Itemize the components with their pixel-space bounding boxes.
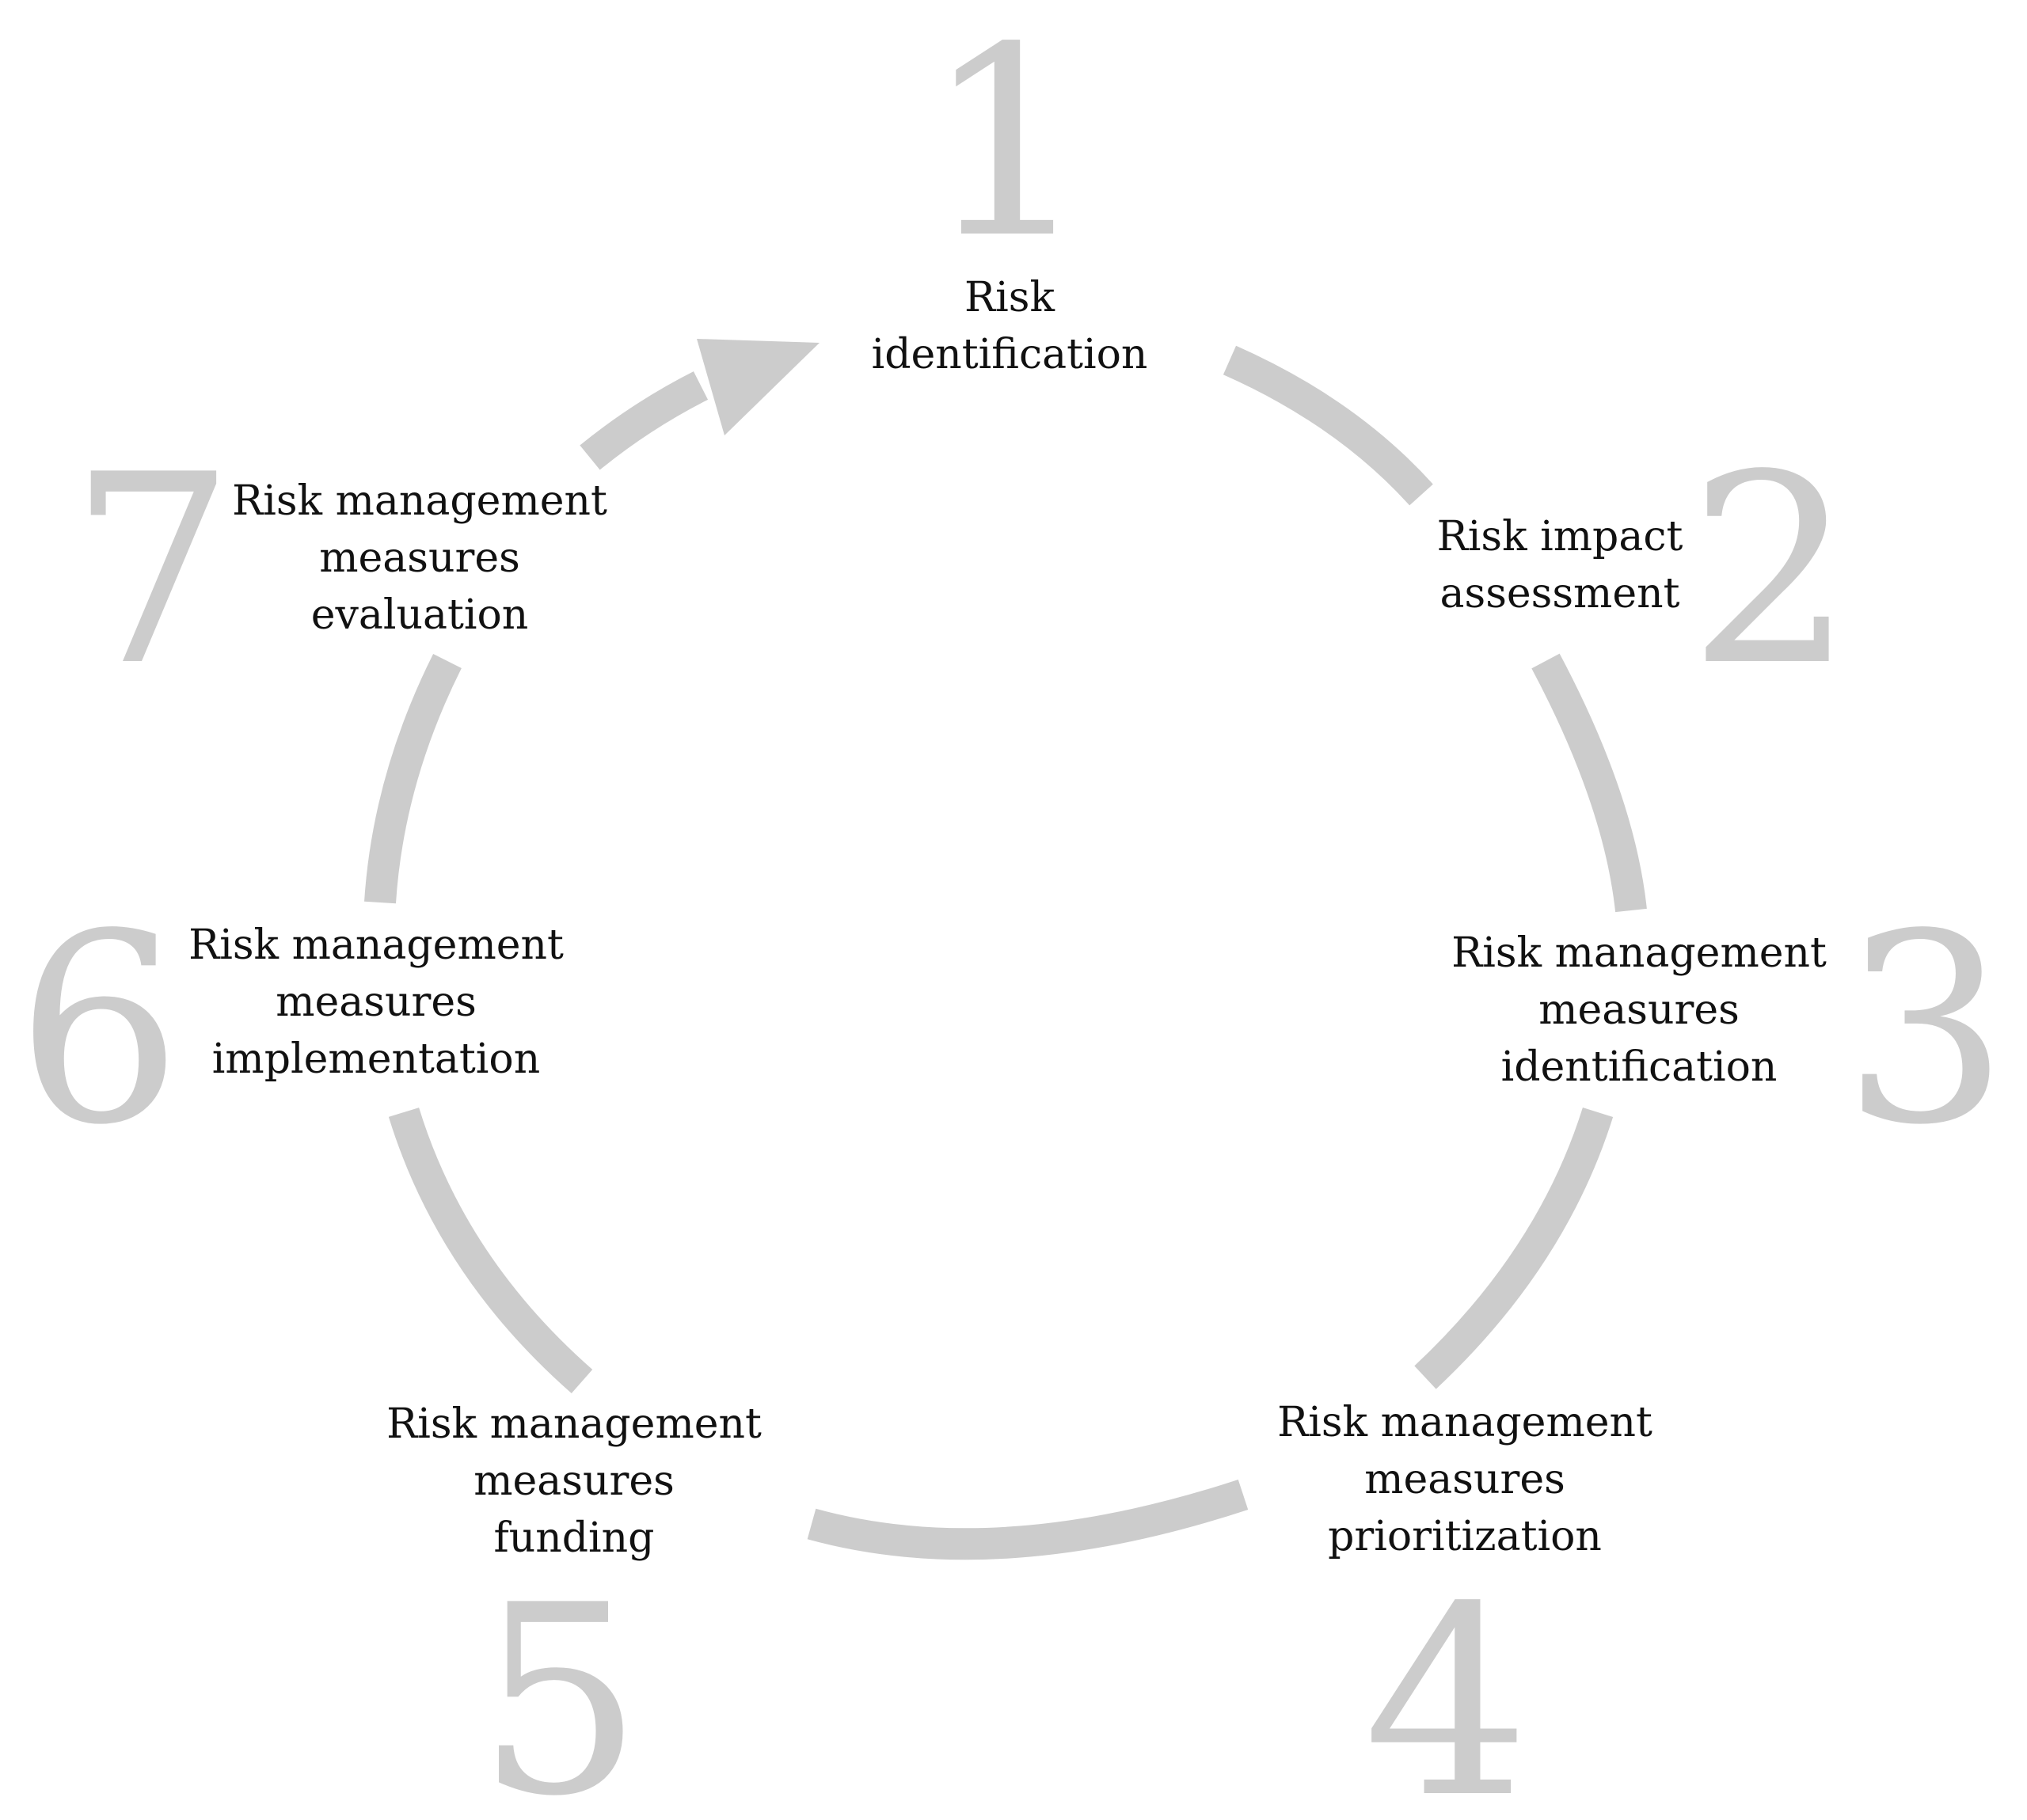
step-label-7: Risk management measures evaluation [232,477,607,639]
step-number-6: 6 [16,878,182,1182]
step-number-7: 7 [69,419,235,723]
arc-1-to-2 [1223,345,1433,506]
step-number-1: 1 [924,0,1090,295]
step-label-4: Risk management measures prioritization [1277,1399,1652,1560]
arc-2-to-3 [1531,653,1647,913]
arc-4-to-5 [807,1480,1249,1560]
cycle-arrowhead [697,339,820,435]
step-number-2: 2 [1688,419,1854,723]
step-number-5: 5 [477,1549,643,1820]
step-label-2: Risk impact assessment [1436,513,1683,617]
arc-6-to-7 [364,654,462,904]
step-number-3: 3 [1843,878,2009,1182]
step-label-5: Risk management measures funding [386,1400,762,1562]
arc-5-to-6 [388,1108,593,1394]
arc-7-to-1 [580,371,709,470]
arc-3-to-4 [1414,1108,1614,1389]
step-label-3: Risk management measures identification [1451,929,1827,1091]
step-label-1: Risk identification [871,274,1148,378]
step-label-6: Risk management measures implementation [188,921,564,1083]
step-number-4: 4 [1363,1551,1530,1820]
